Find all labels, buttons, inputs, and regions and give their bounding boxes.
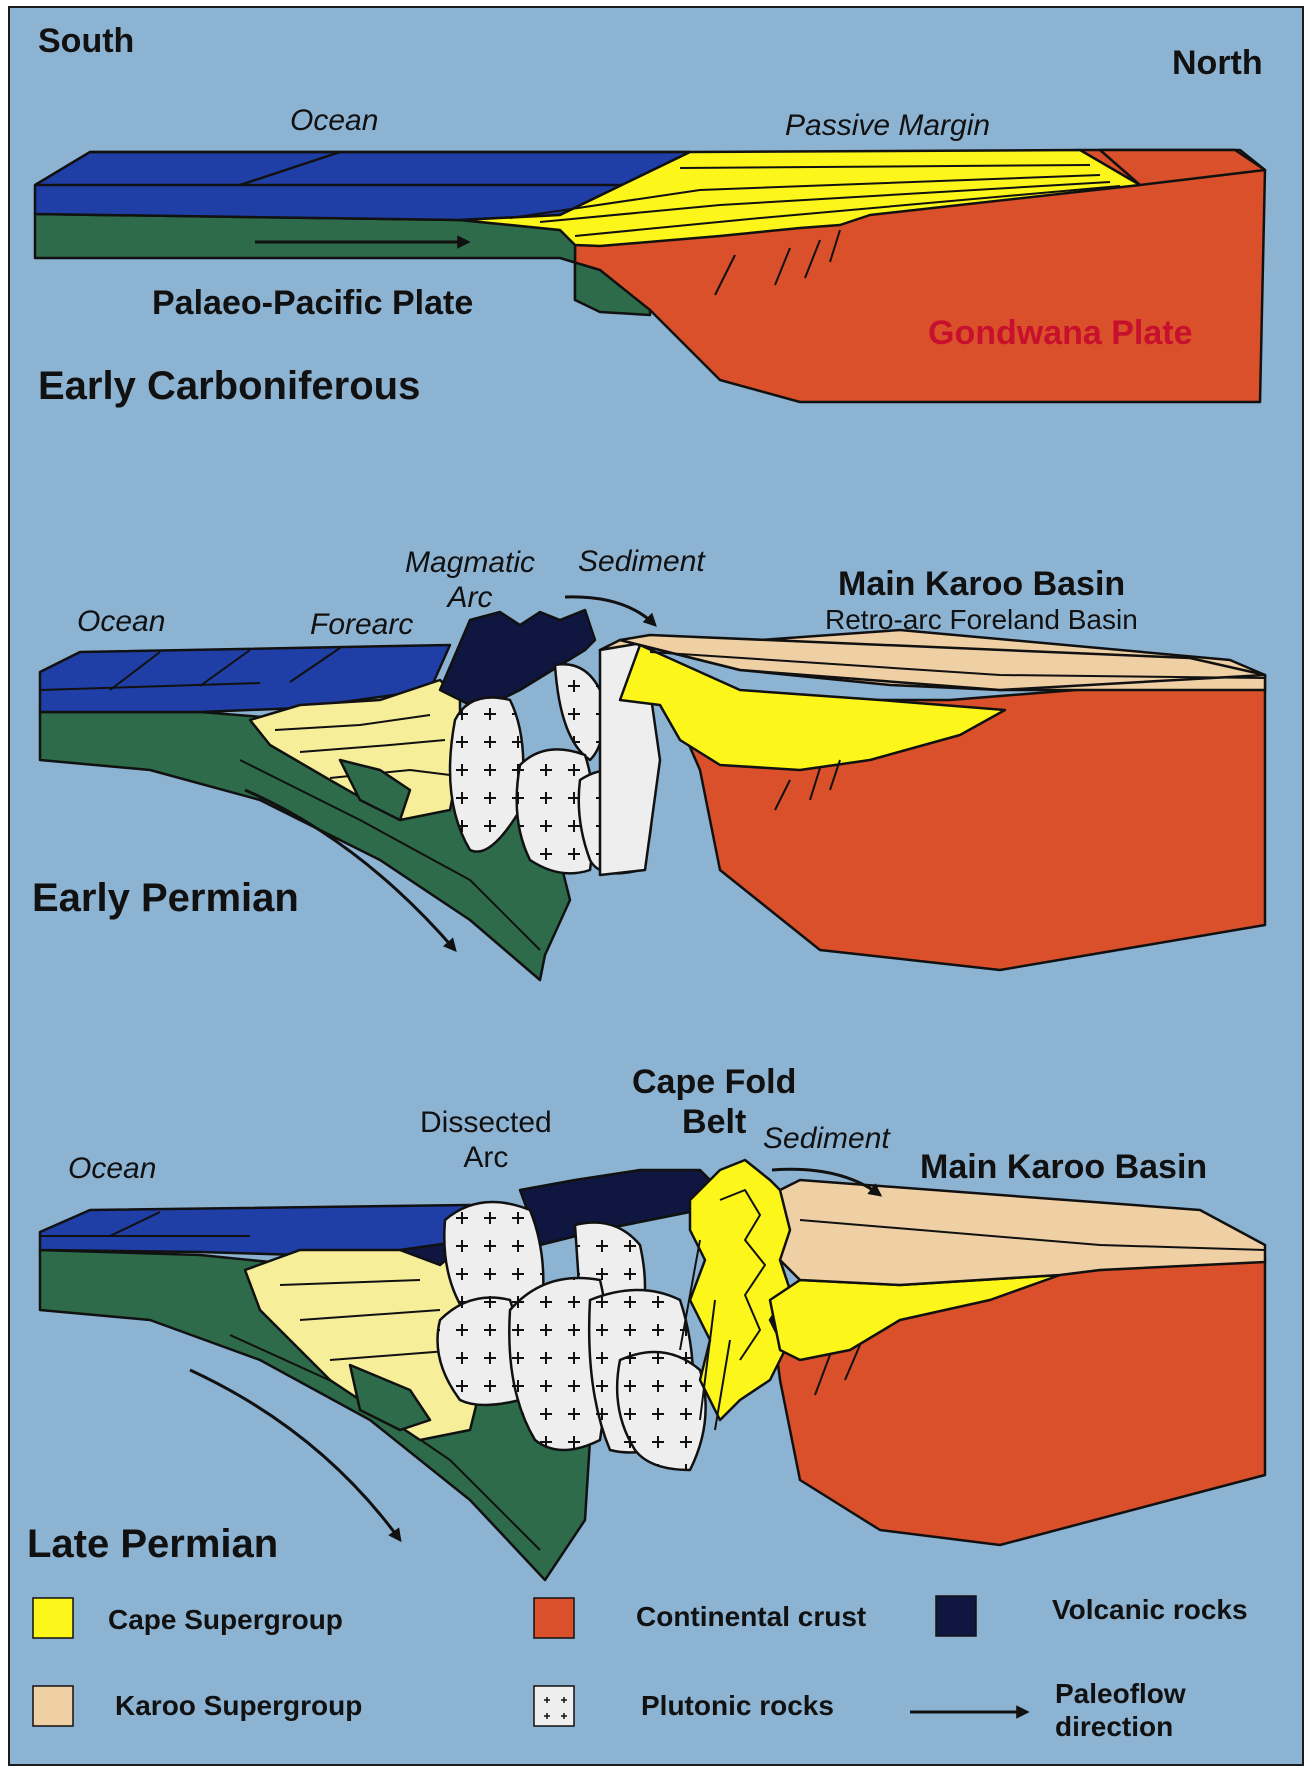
legend-label-plutonic-rocks: Plutonic rocks <box>641 1690 834 1722</box>
sediment-label-3: Sediment <box>763 1122 890 1156</box>
legend-swatch-volcanic <box>936 1596 976 1636</box>
stage-label-late-permian: Late Permian <box>27 1522 278 1567</box>
panel-early-permian <box>40 597 1265 980</box>
south-label: South <box>38 22 134 61</box>
ocean-label-3: Ocean <box>68 1152 156 1186</box>
legend-label-continental-crust: Continental crust <box>636 1601 866 1633</box>
dissected-arc-label: Dissected Arc <box>420 1105 552 1175</box>
legend-label-volcanic-rocks: Volcanic rocks <box>1052 1594 1248 1626</box>
legend-swatch-cape <box>33 1598 73 1638</box>
legend-label-karoo-supergroup: Karoo Supergroup <box>115 1690 362 1722</box>
magmatic-arc-label: Magmatic Arc <box>405 545 535 615</box>
stage-label-early-carboniferous: Early Carboniferous <box>38 364 420 409</box>
ocean-label-2: Ocean <box>77 605 165 639</box>
legend-label-paleoflow-direction: Paleoflow direction <box>1055 1677 1186 1743</box>
ocean-layer-3 <box>40 1205 470 1255</box>
sediment-label-2: Sediment <box>578 545 705 579</box>
forearc-label: Forearc <box>310 608 413 642</box>
legend-swatch-crust <box>534 1598 574 1638</box>
panel-late-permian <box>40 1160 1265 1580</box>
ocean-label-1: Ocean <box>290 104 378 138</box>
retro-arc-foreland-basin-label: Retro-arc Foreland Basin <box>825 604 1138 636</box>
north-label: North <box>1172 44 1263 83</box>
pluton-2b <box>555 664 603 760</box>
legend-swatch-karoo <box>33 1686 73 1726</box>
passive-margin-label: Passive Margin <box>785 109 990 143</box>
main-karoo-basin-label-2: Main Karoo Basin <box>838 565 1125 604</box>
stage-label-early-permian: Early Permian <box>32 876 299 921</box>
legend-label-cape-supergroup: Cape Supergroup <box>108 1604 343 1636</box>
main-karoo-basin-label-3: Main Karoo Basin <box>920 1148 1207 1187</box>
palaeo-pacific-plate-label: Palaeo-Pacific Plate <box>152 284 473 323</box>
gondwana-plate-label: Gondwana Plate <box>928 314 1193 353</box>
legend-swatch-plutonic <box>534 1686 574 1726</box>
